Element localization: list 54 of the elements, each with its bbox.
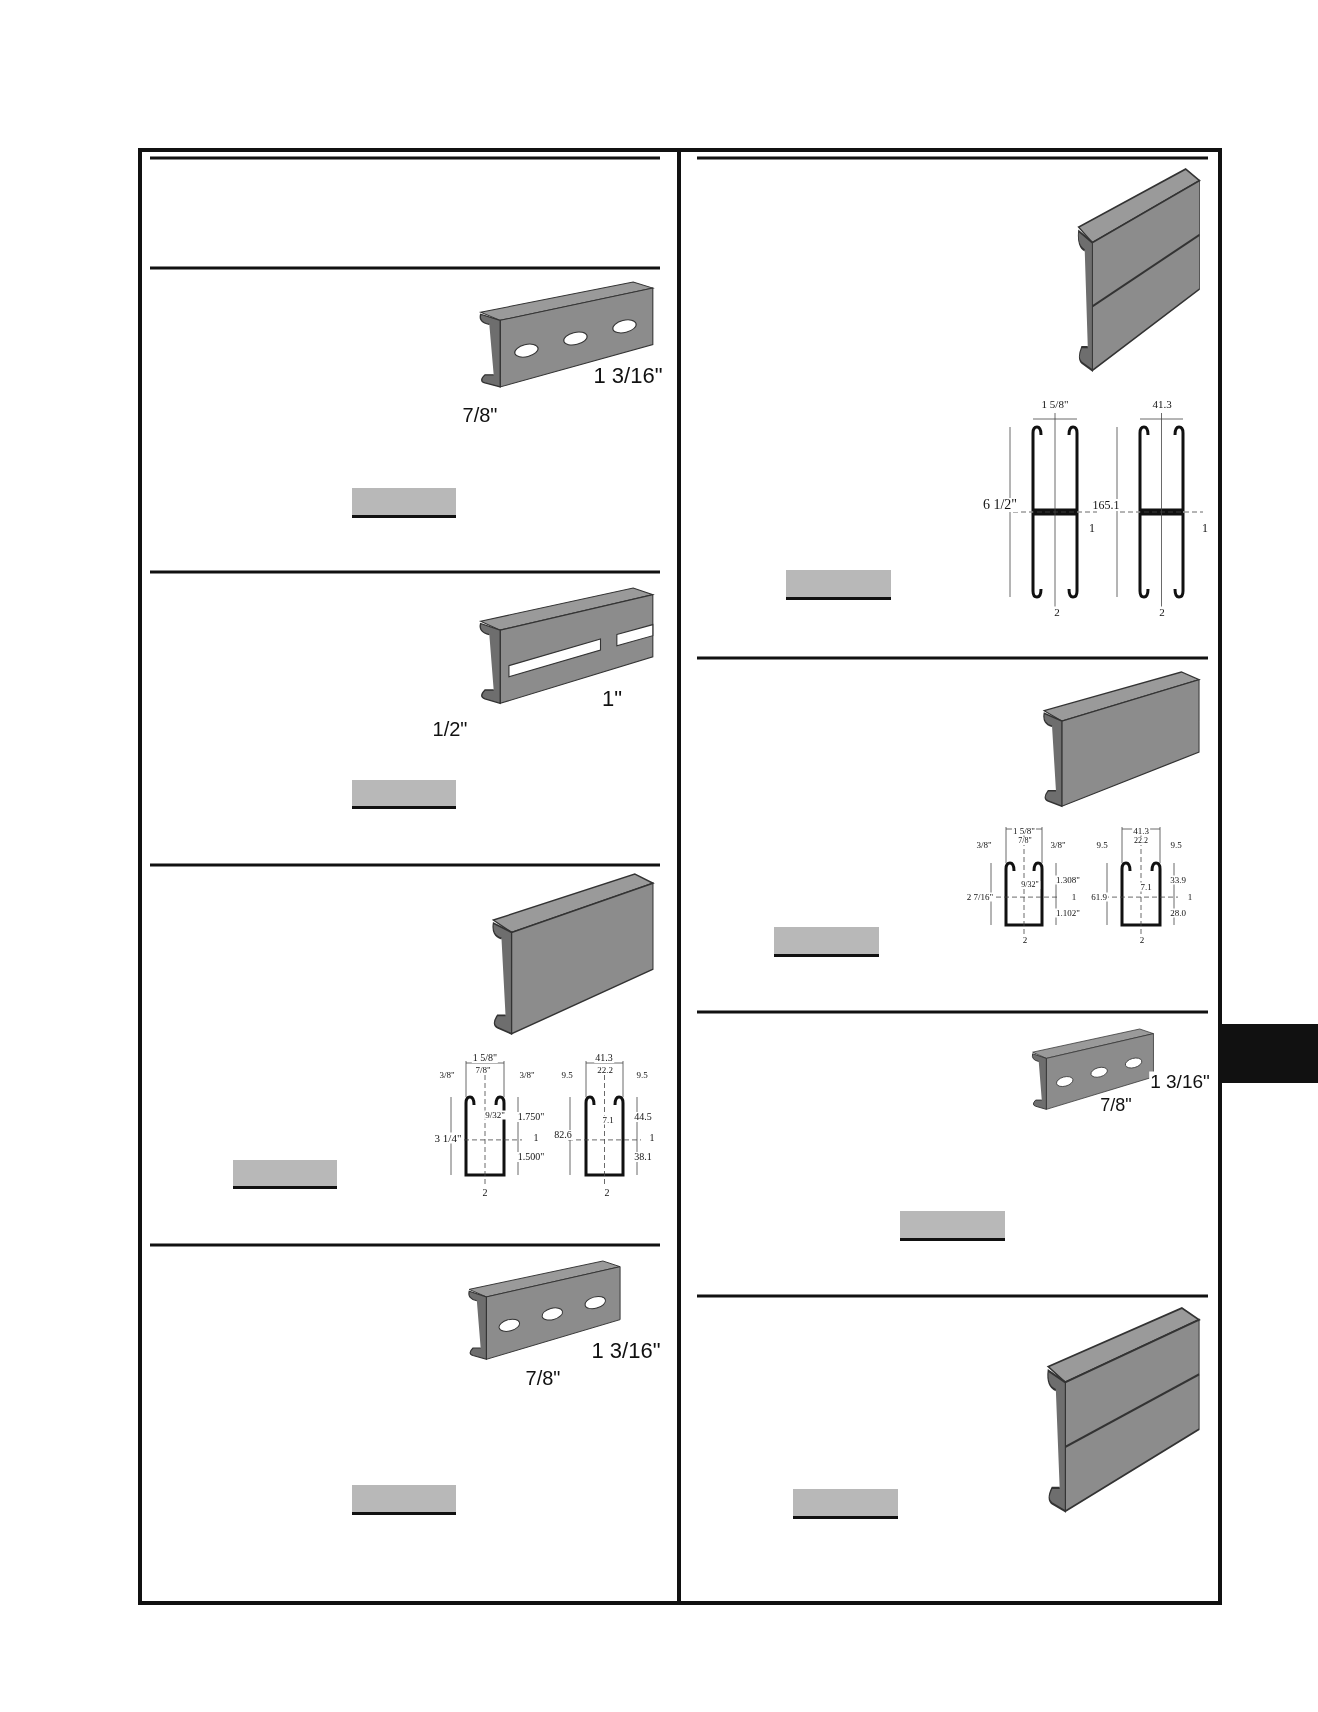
dimension-label: 1.500"	[516, 1152, 546, 1162]
dimension-label: 41.3	[1151, 398, 1173, 410]
dimension-label: 2	[1158, 606, 1166, 618]
dimension-label: 33.9	[1169, 875, 1187, 885]
dimension-label: 44.5	[633, 1112, 653, 1122]
dimension-label: 1	[1088, 522, 1096, 534]
dimension-label: 2	[1021, 935, 1029, 945]
dimension-label: 7/8"	[1099, 1096, 1133, 1114]
dimension-label: 3/8"	[518, 1070, 536, 1080]
dimension-label: 7.1	[1139, 882, 1153, 892]
dimension-label: 41.3	[594, 1053, 614, 1063]
dimension-label: 41.3	[1132, 826, 1150, 836]
dimension-label: 3/8"	[975, 840, 993, 850]
dimension-label: 3/8"	[438, 1070, 456, 1080]
dimension-label: 9.5	[1095, 840, 1109, 850]
dimension-label: 2 7/16"	[965, 892, 995, 902]
dimension-label: 1	[532, 1133, 540, 1143]
dimension-label: 9.5	[635, 1070, 649, 1080]
dimension-label: 2	[1053, 606, 1061, 618]
dimension-label: 38.1	[633, 1152, 653, 1162]
dimension-label: 1 5/8"	[1012, 826, 1036, 836]
dimension-label: 2	[603, 1188, 611, 1198]
dimension-label: 1	[648, 1133, 656, 1143]
dimension-label: 2	[1138, 935, 1146, 945]
dimension-label: 1 5/8"	[471, 1053, 499, 1063]
dimension-label: 28.0	[1169, 908, 1187, 918]
dimension-label: 1 3/16"	[1149, 1071, 1211, 1091]
section-tab	[1221, 1024, 1318, 1083]
dimension-label: 1	[1186, 892, 1194, 902]
dimension-label: 22.2	[1133, 837, 1149, 845]
dimension-label: 7.1	[601, 1115, 615, 1125]
dimension-label: 7/8"	[1017, 837, 1033, 845]
dimension-label: 3 1/4"	[433, 1132, 463, 1144]
dimension-label: 9/32"	[484, 1110, 506, 1120]
dimension-label: 1/2"	[431, 719, 469, 739]
dimension-label: 61.9	[1090, 892, 1108, 902]
dimension-label: 7/8"	[524, 1368, 562, 1388]
dimension-label: 2	[481, 1188, 489, 1198]
dimension-label: 7/8"	[461, 405, 499, 425]
dimension-label: 1.102"	[1055, 908, 1081, 918]
dimension-label: 9.5	[1169, 840, 1183, 850]
dimension-label: 22.2	[596, 1065, 614, 1075]
dimension-label: 1	[1201, 522, 1209, 534]
dimension-label: 1	[1070, 892, 1078, 902]
dimension-label: 6 1/2"	[981, 498, 1019, 512]
dimension-label: 3/8"	[1049, 840, 1067, 850]
dimension-label: 9/32"	[1020, 881, 1040, 889]
dimension-label: 165.1	[1091, 499, 1121, 511]
dimension-label: 9.5	[560, 1070, 574, 1080]
dimension-label: 1.750"	[516, 1112, 546, 1122]
dimension-label: 1 5/8"	[1040, 398, 1070, 410]
dimension-label: 7/8"	[474, 1065, 492, 1075]
dimension-label: 1.308"	[1055, 875, 1081, 885]
dimension-label: 82.6	[553, 1130, 573, 1140]
